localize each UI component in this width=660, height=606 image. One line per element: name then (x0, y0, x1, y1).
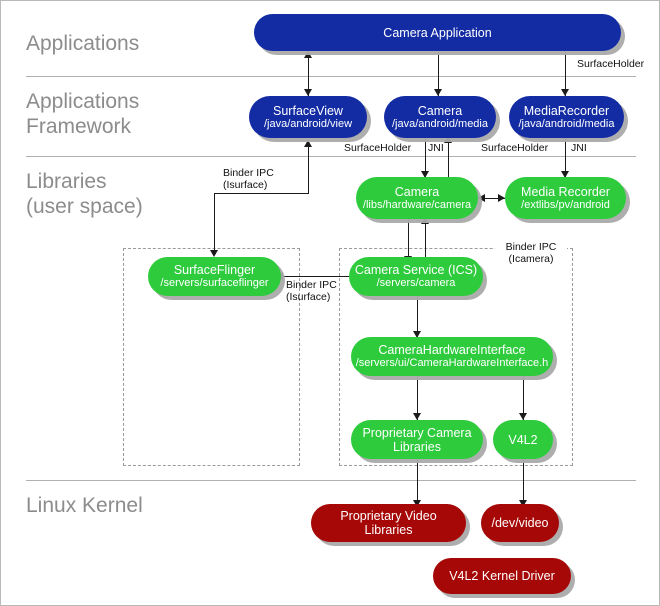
node-surfaceflinger[interactable]: SurfaceFlinger /servers/surfaceflinger (148, 257, 281, 296)
arrowhead-app-surfaceview-down (304, 89, 312, 96)
connector-binder-isurface-vertical (214, 193, 215, 253)
divider-framework (26, 156, 636, 157)
node-camera-java[interactable]: Camera /java/android/media (384, 96, 496, 138)
node-v4l2[interactable]: V4L2 (493, 420, 553, 459)
node-v4l2-kernel-driver-title: V4L2 Kernel Driver (449, 569, 555, 583)
connector-v4l2-to-dev-video (523, 459, 524, 507)
node-camera-hardware-interface-path: /servers/ui/CameraHardwareInterface.h (355, 357, 549, 370)
arrowhead-app-surfaceview-up (304, 51, 312, 58)
connector-chi-to-proprietary-camera (417, 376, 418, 421)
connector-binder-isurface-horizontal (214, 193, 309, 194)
node-camera-java-title: Camera (417, 103, 463, 118)
node-mediarecorder-path: /java/android/media (518, 117, 615, 130)
connector-app-surfaceview (308, 51, 309, 96)
arrowhead-v4l2-to-dev-video (519, 500, 527, 507)
arrowhead-mediarecorder-to-lib (561, 171, 569, 178)
node-camera-java-path: /java/android/media (391, 117, 488, 130)
connector-proprietary-camera-to-video (417, 459, 418, 507)
arrowhead-chi-to-v4l2 (519, 413, 527, 420)
edge-label-surfaceholder-camera: SurfaceHolder (344, 142, 412, 154)
arrowhead-camera-lib-left (478, 194, 485, 202)
layer-label-linux-kernel: Linux Kernel (26, 494, 143, 517)
arrowhead-app-mediarecorder (561, 89, 569, 96)
node-camera-service[interactable]: Camera Service (ICS) /servers/camera (349, 257, 483, 296)
node-camera-lib-title: Camera (394, 184, 440, 199)
node-camera-service-title: Camera Service (ICS) (354, 263, 478, 278)
node-media-recorder-lib-path: /extlibs/pv/android (521, 198, 610, 211)
edge-label-binder-ipc-isurface-service: Binder IPC (Isurface) (286, 279, 337, 303)
node-proprietary-video-libraries-title: Proprietary Video Libraries (340, 509, 437, 537)
node-surfaceview-path: /java/android/view (263, 117, 353, 130)
node-proprietary-camera-libraries-title: Proprietary Camera Libraries (362, 425, 472, 454)
arrowhead-chi-to-proprietary-camera (413, 413, 421, 420)
node-proprietary-camera-libraries[interactable]: Proprietary Camera Libraries (351, 420, 483, 459)
node-camera-service-path: /servers/camera (376, 277, 456, 290)
node-dev-video[interactable]: /dev/video (481, 504, 559, 542)
connector-camera-java-to-lib-down (425, 138, 426, 178)
arrowhead-media-recorder-right (498, 194, 505, 202)
arrowhead-proprietary-camera-to-video (413, 500, 421, 507)
edge-label-binder-ipc-icamera: Binder IPC (Icamera) (495, 241, 567, 265)
connector-camera-service-to-chi (417, 296, 418, 338)
edge-label-surfaceholder-app: SurfaceHolder (577, 58, 645, 70)
arrowhead-surfaceview-up-from-below (304, 140, 312, 147)
arrowhead-camera-service-to-chi (413, 331, 421, 338)
arrowhead-camera-lib-to-java-up (444, 136, 452, 143)
node-camera-application-title: Camera Application (383, 25, 492, 40)
node-camera-lib[interactable]: Camera /libs/hardware/camera (356, 177, 478, 219)
node-media-recorder-lib[interactable]: Media Recorder /extlibs/pv/android (505, 177, 626, 219)
connector-camera-lib-to-service-down (408, 219, 409, 263)
node-surfaceflinger-title: SurfaceFlinger (173, 263, 256, 278)
connector-camera-service-to-lib-up (425, 219, 426, 263)
node-camera-application[interactable]: Camera Application (254, 14, 621, 51)
arrowhead-binder-isurface-surfaceflinger (210, 250, 218, 257)
node-mediarecorder[interactable]: MediaRecorder /java/android/media (509, 96, 624, 138)
node-mediarecorder-title: MediaRecorder (523, 103, 610, 118)
node-camera-lib-path: /libs/hardware/camera (362, 198, 472, 211)
connector-app-mediarecorder (565, 51, 566, 96)
layer-label-applications: Applications (26, 32, 140, 55)
node-dev-video-title: /dev/video (491, 516, 549, 530)
node-v4l2-title: V4L2 (508, 432, 538, 447)
arrowhead-camera-java-to-lib-down (421, 171, 429, 178)
edge-label-jni-recorder: JNI (571, 142, 587, 154)
layer-label-applications-framework: Applications Framework (26, 90, 140, 138)
node-proprietary-video-libraries[interactable]: Proprietary Video Libraries (311, 504, 466, 542)
node-camera-hardware-interface-title: CameraHardwareInterface (378, 343, 526, 358)
dashed-frame-surfaceflinger-group (123, 248, 300, 466)
connector-mediarecorder-to-lib (565, 138, 566, 178)
connector-chi-to-v4l2 (523, 376, 524, 421)
connector-camera-lib-media-recorder (478, 198, 505, 199)
edge-label-binder-ipc-isurface-top: Binder IPC (Isurface) (223, 167, 274, 191)
node-surfaceview[interactable]: SurfaceView /java/android/view (249, 96, 367, 138)
connector-app-camera (438, 51, 439, 96)
node-camera-hardware-interface[interactable]: CameraHardwareInterface /servers/ui/Came… (351, 337, 553, 376)
connector-camera-lib-to-java-up (448, 138, 449, 178)
connector-camera-service-to-surfaceflinger (282, 276, 350, 277)
divider-kernel (26, 480, 636, 481)
node-v4l2-kernel-driver[interactable]: V4L2 Kernel Driver (433, 558, 571, 594)
dashed-frame-camera-service-group (339, 248, 573, 466)
node-surfaceview-title: SurfaceView (273, 103, 343, 118)
edge-label-jni-camera: JNI (428, 142, 444, 154)
node-surfaceflinger-path: /servers/surfaceflinger (160, 277, 269, 290)
divider-applications (26, 76, 636, 77)
arrowhead-app-camera (434, 89, 442, 96)
node-media-recorder-lib-title: Media Recorder (521, 184, 610, 199)
connector-surfaceview-from-below (308, 146, 309, 194)
edge-label-surfaceholder-recorder: SurfaceHolder (481, 142, 549, 154)
arrowhead-camera-service-to-lib-up (421, 217, 429, 224)
layer-label-libraries: Libraries (user space) (26, 170, 143, 218)
